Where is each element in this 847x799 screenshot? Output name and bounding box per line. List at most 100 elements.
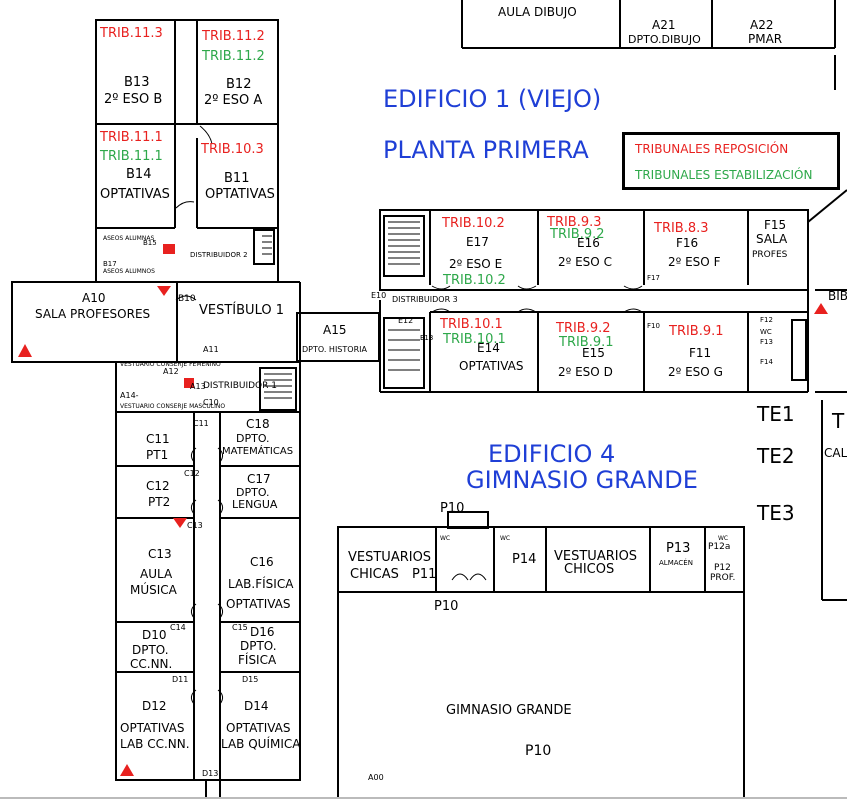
room-label: F11 [689, 346, 711, 360]
legend-box: TRIBUNALES REPOSICIÓN TRIBUNALES ESTABIL… [622, 132, 840, 190]
room-label: A21 [652, 18, 675, 32]
room-label: LAB.FÍSICA [228, 576, 294, 591]
room-label: A11 [203, 345, 219, 354]
room-label: LENGUA [232, 498, 278, 511]
tribunal-label: TRIB.11.1 [99, 149, 163, 164]
room-label: A12 [163, 367, 179, 376]
floor-title: PLANTA PRIMERA [383, 136, 589, 164]
room-label: C11 [146, 432, 170, 446]
tribunal-label: TRIB.11.2 [201, 29, 265, 44]
room-label: 2º ESO B [104, 92, 162, 107]
room-label: A13 [190, 382, 206, 391]
room-label: C18 [246, 417, 270, 431]
tribunal-label: TRIB.11.3 [99, 26, 163, 41]
room-label: B14 [126, 167, 151, 182]
room-label: C13 [148, 547, 172, 561]
room-label: OPTATIVAS [120, 721, 185, 735]
walls [11, 0, 847, 799]
tribunal-reposicion-labels: TRIB.11.3 TRIB.11.2 TRIB.11.1 TRIB.10.3 … [99, 26, 724, 339]
marker-triangle-up [814, 303, 828, 314]
room-label: OPTATIVAS [226, 721, 291, 735]
room-label: PT2 [148, 495, 170, 509]
marker-square [184, 378, 194, 388]
tribunal-label: TRIB.10.2 [442, 273, 506, 288]
building-4-title: EDIFICIO 4 [488, 440, 615, 468]
room-labels: AULA DIBUJO A21 DPTO.DIBUJO A22 PMAR B13… [35, 5, 847, 782]
room-label: DISTRIBUIDOR 2 [190, 251, 248, 259]
headings: EDIFICIO 1 (VIEJO) PLANTA PRIMERA EDIFIC… [383, 85, 698, 494]
marker-triangle-down [173, 518, 187, 528]
room-label: DPTO. [236, 432, 270, 445]
gym-title: GIMNASIO GRANDE [466, 466, 698, 494]
tribunal-label: TRIB.9.1 [668, 324, 724, 339]
room-label: VESTUARIO CONSERJE FEMENINO [120, 361, 221, 368]
room-label: PROFES [752, 250, 788, 260]
room-label: E14 [477, 341, 500, 355]
tribunal-label: TRIB.10.1 [442, 332, 506, 347]
room-label: B13 [124, 75, 149, 90]
room-label: C17 [247, 472, 271, 486]
room-label: CAL [824, 446, 847, 460]
room-label: LAB CC.NN. [120, 737, 190, 751]
room-label: VESTUARIO CONSERJE MASCULINO [120, 403, 225, 410]
room-label: FÍSICA [238, 652, 277, 667]
marker-triangle-up [18, 344, 32, 357]
room-label: B12 [226, 77, 251, 92]
tribunal-label: TRIB.11.2 [201, 49, 265, 64]
room-label: P13 [666, 541, 690, 556]
room-label: E16 [577, 236, 600, 250]
room-label: DISTRIBUIDOR 3 [392, 295, 458, 304]
room-label: C11 [193, 419, 209, 428]
building-1-title: EDIFICIO 1 (VIEJO) [383, 85, 601, 113]
room-label: ALMACÉN [659, 558, 693, 567]
legend-reposicion: TRIBUNALES REPOSICIÓN [635, 142, 789, 156]
room-label: F17 [647, 274, 660, 282]
room-label: D16 [250, 625, 275, 639]
room-label: 2º ESO E [449, 257, 502, 271]
room-label: P14 [512, 552, 536, 567]
room-label: 2º ESO F [668, 255, 721, 269]
room-label: 2º ESO A [204, 93, 262, 108]
room-label: VESTUARIOS [554, 549, 637, 564]
room-label: D15 [242, 675, 258, 684]
room-label: A14- [120, 391, 139, 400]
room-label: TE1 [756, 402, 795, 426]
tribunal-estabilizacion-labels: TRIB.11.2 TRIB.11.1 TRIB.9.2 TRIB.10.2 T… [99, 49, 614, 350]
room-label: BIB [828, 289, 847, 303]
room-label: OPTATIVAS [100, 187, 170, 202]
room-label: WC [500, 535, 510, 542]
room-label: OPTATIVAS [459, 359, 524, 373]
marker-triangle-up [120, 764, 134, 776]
tribunal-label: TRIB.9.1 [558, 335, 614, 350]
room-label: PMAR [748, 32, 782, 46]
room-label: P12 [714, 563, 731, 573]
room-label: D13 [202, 769, 218, 778]
room-label: WC [718, 535, 728, 542]
room-label: C12 [146, 479, 170, 493]
room-label: SALA [756, 232, 788, 246]
room-label: A15 [323, 323, 346, 337]
room-label: A10 [82, 291, 105, 305]
tribunal-label: TRIB.11.1 [99, 130, 163, 145]
room-label: PROF. [710, 573, 735, 583]
stairs [262, 221, 420, 399]
tribunal-label: TRIB.10.2 [441, 216, 505, 231]
room-label: CHICOS [564, 562, 614, 577]
room-label: ASEOS ALUMNOS [103, 268, 155, 275]
room-label: B15 [143, 239, 157, 247]
room-label: GIMNASIO GRANDE [446, 703, 572, 718]
tribunal-label: TRIB.10.3 [200, 142, 264, 157]
room-label: E10 [371, 291, 386, 300]
room-label: DPTO. [236, 486, 270, 499]
room-label: D14 [244, 699, 269, 713]
room-label: T [831, 409, 845, 433]
room-label: F10 [647, 322, 660, 330]
room-label: DPTO. [132, 643, 169, 657]
marker-square [163, 244, 175, 254]
room-label: C10 [203, 398, 219, 407]
room-label: OPTATIVAS [226, 597, 291, 611]
room-label: SALA PROFESORES [35, 307, 150, 321]
tribunal-label: TRIB.9.2 [549, 227, 605, 242]
room-label: B10 [178, 294, 196, 304]
